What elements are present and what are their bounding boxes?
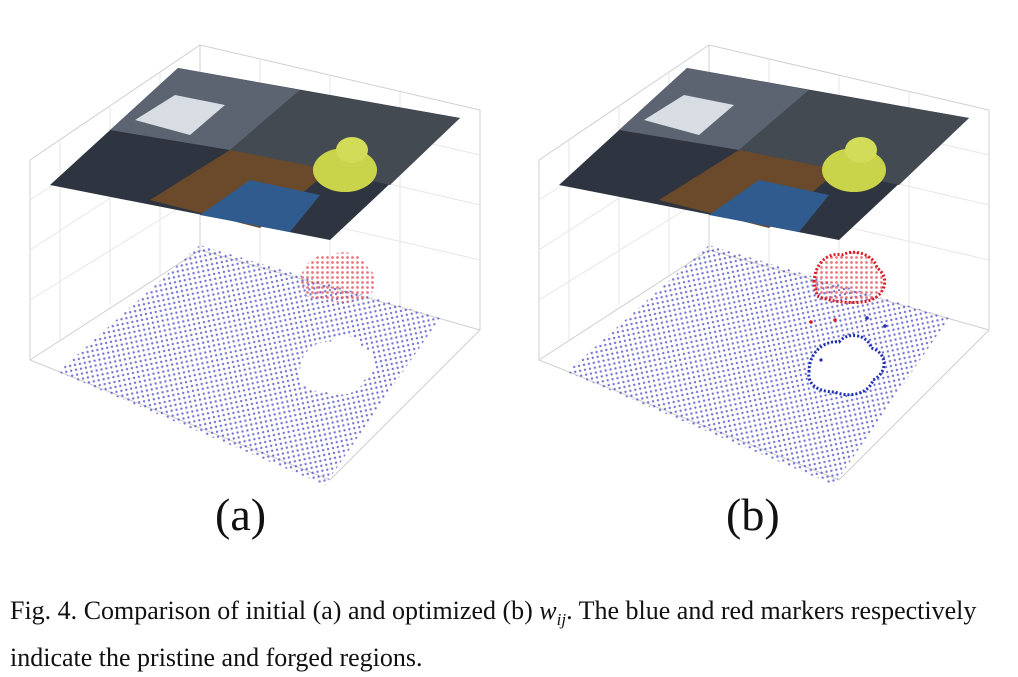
plot-3d-a [29, 44, 481, 485]
caption-math-w: wij [539, 596, 566, 629]
marker-surface-b [567, 245, 949, 485]
math-sub: ij [556, 610, 567, 630]
math-var: w [539, 596, 557, 625]
subfigure-label-a: (a) [215, 489, 267, 540]
caption-text-before: Comparison of initial (a) and optimized … [83, 596, 540, 625]
image-plane-a [50, 68, 460, 240]
subfigure-label-b: (b) [726, 489, 780, 540]
marker-surface-a [58, 245, 440, 485]
caption-prefix: Fig. 4. [10, 596, 78, 625]
figure-panel-b: (b) [509, 0, 1018, 538]
figure-panel-a: (a) [0, 0, 509, 538]
figure-caption: Fig. 4. Comparison of initial (a) and op… [10, 592, 1010, 677]
image-plane-b [559, 68, 969, 240]
plot-3d-b [538, 44, 990, 485]
caption-text-after: . The blue and red markers respectively … [10, 596, 977, 673]
